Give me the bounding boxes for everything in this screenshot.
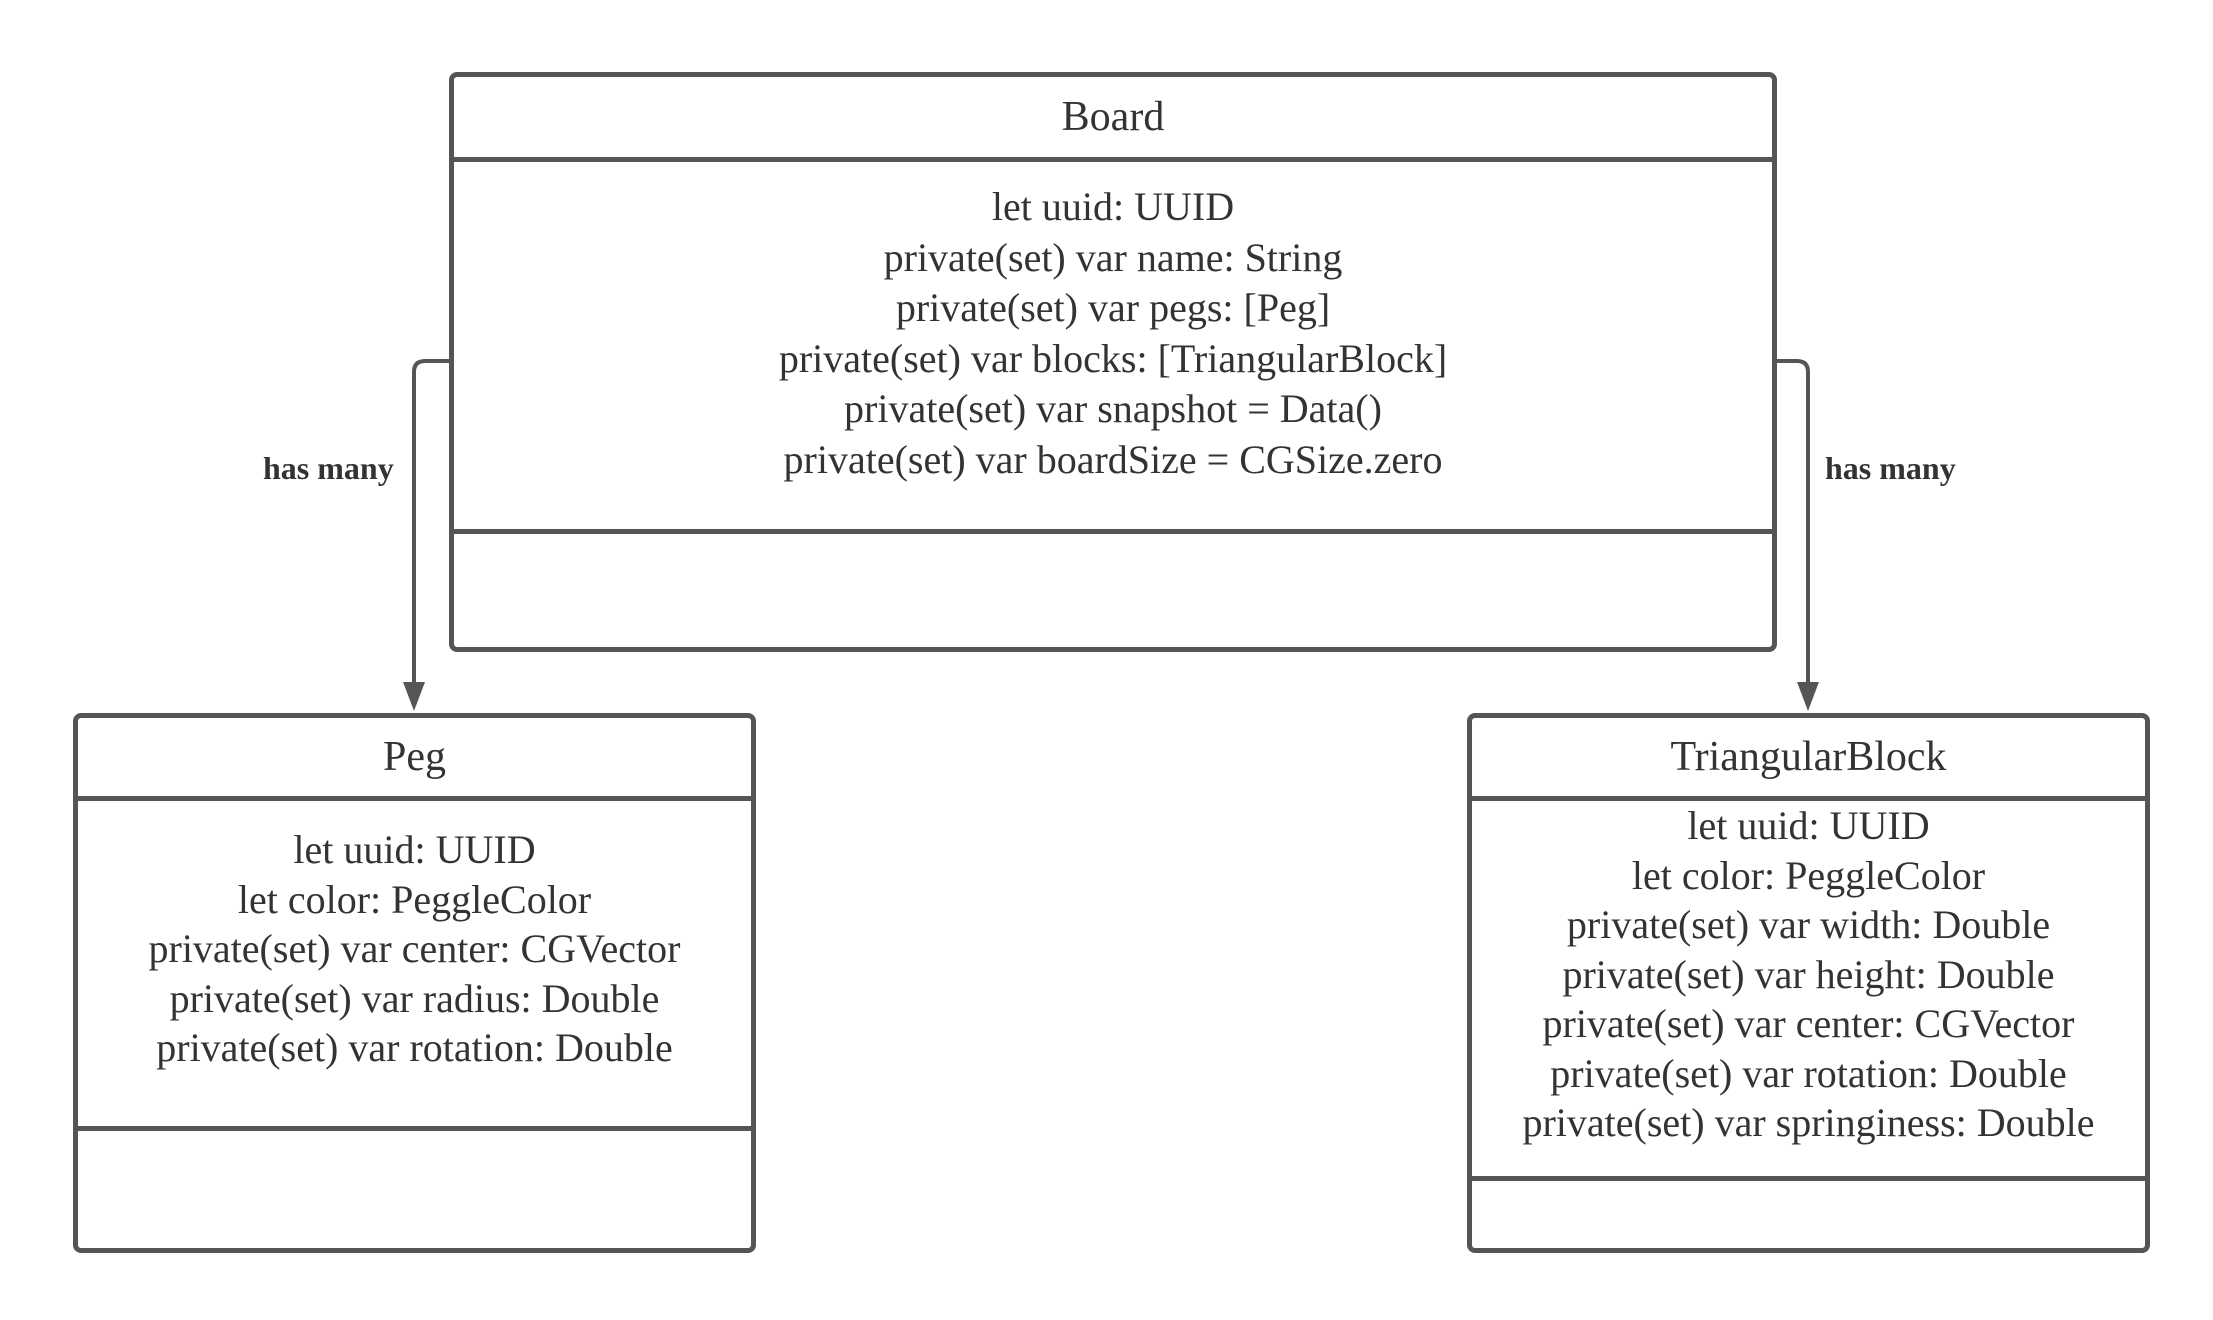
board-class-name: Board: [454, 77, 1772, 162]
board-attribute: let uuid: UUID: [991, 184, 1235, 229]
triangular-block-attribute: private(set) var springiness: Double: [1522, 1100, 2095, 1145]
peg-attributes: let uuid: UUID let color: PeggleColor pr…: [78, 801, 751, 1131]
triangular-block-attribute: private(set) var width: Double: [1566, 902, 2051, 947]
peg-class: Peg let uuid: UUID let color: PeggleColo…: [73, 713, 756, 1253]
triangular-block-class-name: TriangularBlock: [1472, 718, 2145, 801]
triangular-block-attribute: private(set) var rotation: Double: [1550, 1050, 2067, 1096]
board-peg-connector-line: [412, 359, 449, 690]
board-triblock-relation-label: has many: [1825, 450, 1956, 486]
board-attribute: private(set) var blocks: [TriangularBloc…: [778, 335, 1448, 381]
board-attributes: let uuid: UUID private(set) var name: St…: [454, 162, 1772, 534]
peg-attribute: private(set) var rotation: Double: [156, 1025, 673, 1070]
triangular-block-attribute: private(set) var height: Double: [1562, 951, 2055, 997]
triangular-block-class: TriangularBlock let uuid: UUID let color…: [1467, 713, 2150, 1253]
board-attribute: private(set) var boardSize = CGSize.zero: [783, 436, 1443, 482]
board-triblock-association: [1777, 359, 1810, 690]
peg-attribute: let color: PeggleColor: [237, 876, 592, 922]
peg-attribute: private(set) var radius: Double: [169, 975, 660, 1021]
board-triblock-arrowhead: [1797, 682, 1819, 711]
peg-attribute: private(set) var center: CGVector: [148, 926, 681, 971]
triangular-block-attribute: let uuid: UUID: [1687, 803, 1930, 848]
peg-class-name: Peg: [78, 718, 751, 801]
peg-attribute: let uuid: UUID: [293, 827, 536, 872]
board-peg-relation-label: has many: [263, 450, 394, 486]
board-class: Board let uuid: UUID private(set) var na…: [449, 72, 1777, 652]
triangular-block-attributes: let uuid: UUID let color: PeggleColor pr…: [1472, 801, 2145, 1181]
board-attribute: private(set) var snapshot = Data(): [844, 386, 1382, 431]
board-attribute: private(set) var name: String: [883, 234, 1343, 280]
board-attribute: private(set) var pegs: [Peg]: [895, 285, 1331, 330]
board-peg-arrowhead: [403, 682, 425, 711]
board-triblock-connector-line: [1777, 359, 1810, 690]
triangular-block-attribute: let color: PeggleColor: [1631, 852, 1986, 898]
triangular-block-attribute: private(set) var center: CGVector: [1542, 1001, 2075, 1046]
board-peg-association: [412, 359, 449, 690]
